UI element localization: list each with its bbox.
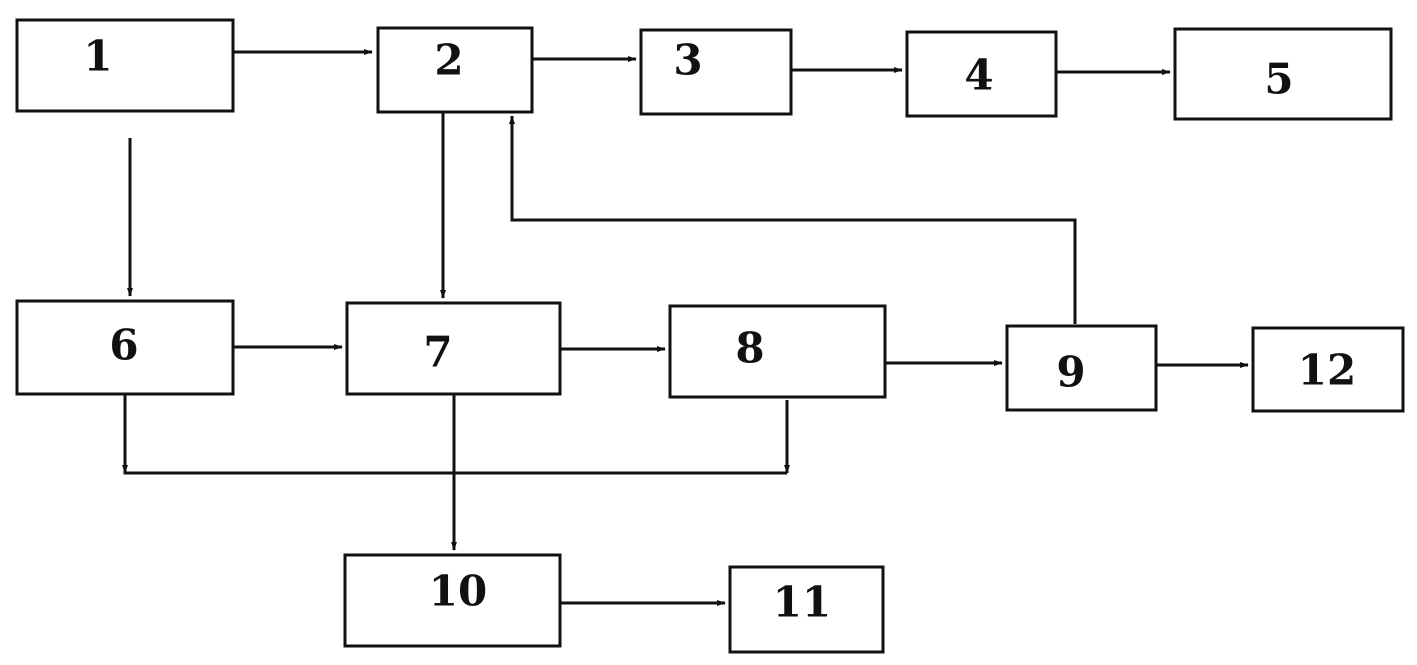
block-7: 7 xyxy=(345,301,562,396)
block-6-label: 6 xyxy=(109,321,138,370)
block-1-label: 1 xyxy=(83,32,112,81)
edge-6-to-8-bypass xyxy=(123,395,787,475)
block-4: 4 xyxy=(905,30,1058,118)
block-6: 6 xyxy=(15,299,235,396)
block-7-label: 7 xyxy=(423,328,452,377)
block-5-label: 5 xyxy=(1264,55,1293,104)
block-3-label: 3 xyxy=(673,36,702,85)
block-3: 3 xyxy=(639,28,793,116)
block-10-label: 10 xyxy=(429,567,487,616)
block-10: 10 xyxy=(343,553,562,648)
block-12-label: 12 xyxy=(1298,346,1356,395)
block-11: 11 xyxy=(728,565,885,654)
block-4-label: 4 xyxy=(964,51,993,100)
edge-9-to-2-feedback xyxy=(509,115,1077,324)
block-9-label: 9 xyxy=(1056,348,1085,397)
block-12: 12 xyxy=(1251,326,1405,413)
block-8: 8 xyxy=(668,304,887,399)
block-5: 5 xyxy=(1173,27,1393,121)
block-1: 1 xyxy=(15,18,235,113)
block-2: 2 xyxy=(376,26,534,114)
block-9: 9 xyxy=(1005,324,1158,412)
block-11-label: 11 xyxy=(773,578,831,627)
block-8-label: 8 xyxy=(735,324,764,373)
block-2-label: 2 xyxy=(434,36,463,85)
